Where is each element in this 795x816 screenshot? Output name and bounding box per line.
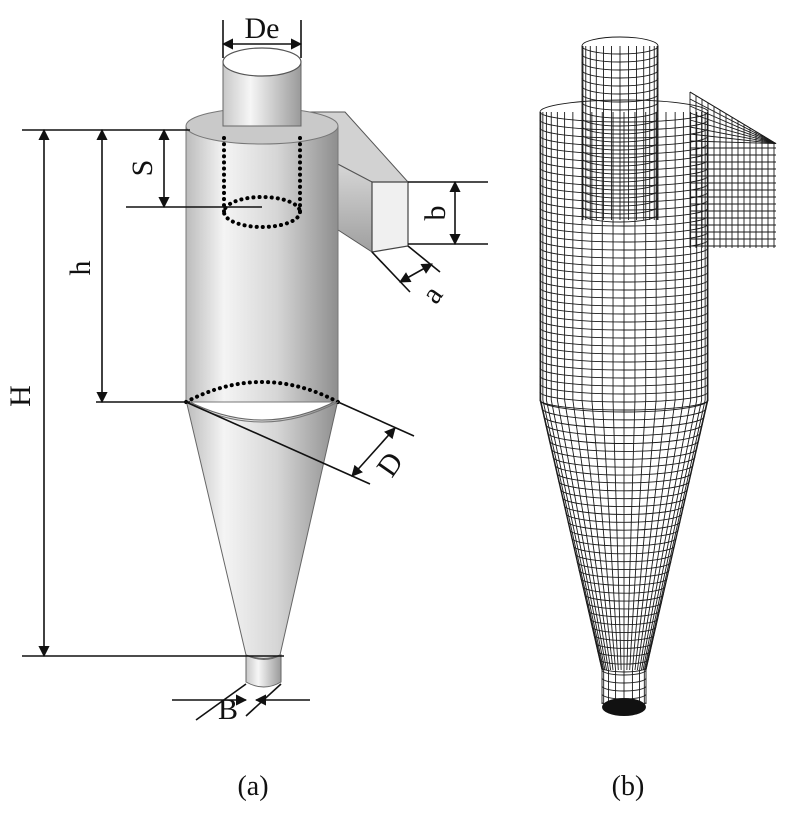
caption-a: (a) [237, 771, 268, 802]
vortex-finder-top [222, 47, 302, 77]
panel-b-mesh: (b) [539, 36, 777, 802]
label-D: D [370, 446, 409, 483]
label-S: S [126, 160, 159, 177]
label-De: De [245, 12, 280, 45]
cylinder-body [185, 125, 339, 403]
label-B: B [218, 693, 238, 726]
dim-h: h [64, 128, 190, 404]
dim-B: B [172, 683, 310, 726]
dim-H: H [4, 128, 284, 658]
dim-De: De [221, 12, 303, 58]
label-a: a [415, 280, 450, 310]
dust-outlet [245, 654, 282, 688]
dim-b: b [408, 180, 488, 246]
label-H: H [4, 385, 37, 407]
mesh-dust-outlet-bottom [602, 698, 646, 716]
caption-b: (b) [612, 771, 645, 802]
cone-section [185, 399, 339, 659]
dim-a: a [371, 245, 450, 310]
label-b: b [419, 206, 452, 221]
vortex-finder-hidden-edges [222, 136, 302, 229]
cylinder-cone-junction [184, 380, 340, 404]
dim-S: S [126, 128, 262, 209]
panel-a-cyclone: De S b a h [4, 12, 488, 802]
label-h: h [64, 261, 97, 276]
cyclone-mesh-wireframe [539, 36, 777, 708]
